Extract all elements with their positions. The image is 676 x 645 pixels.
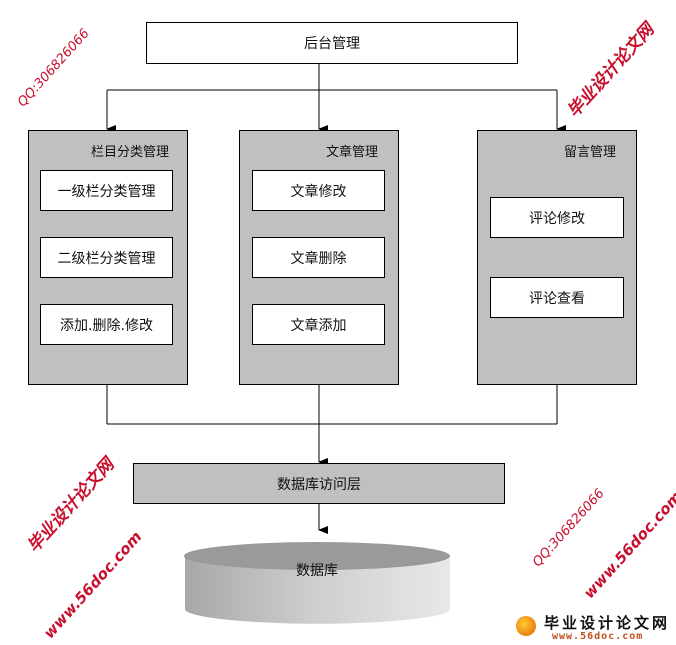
database-cylinder (184, 542, 450, 624)
panel-item: 添加.删除.修改 (40, 304, 173, 345)
logo-url: www.56doc.com (552, 631, 644, 642)
panel-item: 文章修改 (252, 170, 385, 211)
panel-item: 评论查看 (490, 277, 624, 318)
database-access-layer-box: 数据库访问层 (133, 463, 505, 504)
panel-item: 文章添加 (252, 304, 385, 345)
panel-item: 文章删除 (252, 237, 385, 278)
panel-title: 栏目分类管理 (91, 145, 170, 160)
panel-item: 评论修改 (490, 197, 624, 238)
panel-title: 留言管理 (564, 145, 617, 160)
logo-name: 毕业设计论文网 (544, 614, 671, 632)
logo-icon (516, 616, 536, 636)
database-label: 数据库 (296, 563, 338, 579)
message-management-panel: 留言管理 (477, 130, 637, 385)
panel-item: 一级栏分类管理 (40, 170, 173, 211)
site-logo: 毕业设计论文网 www.56doc.com (512, 610, 676, 645)
panel-title: 文章管理 (326, 145, 379, 160)
backend-management-box: 后台管理 (146, 22, 518, 64)
panel-item: 二级栏分类管理 (40, 237, 173, 278)
